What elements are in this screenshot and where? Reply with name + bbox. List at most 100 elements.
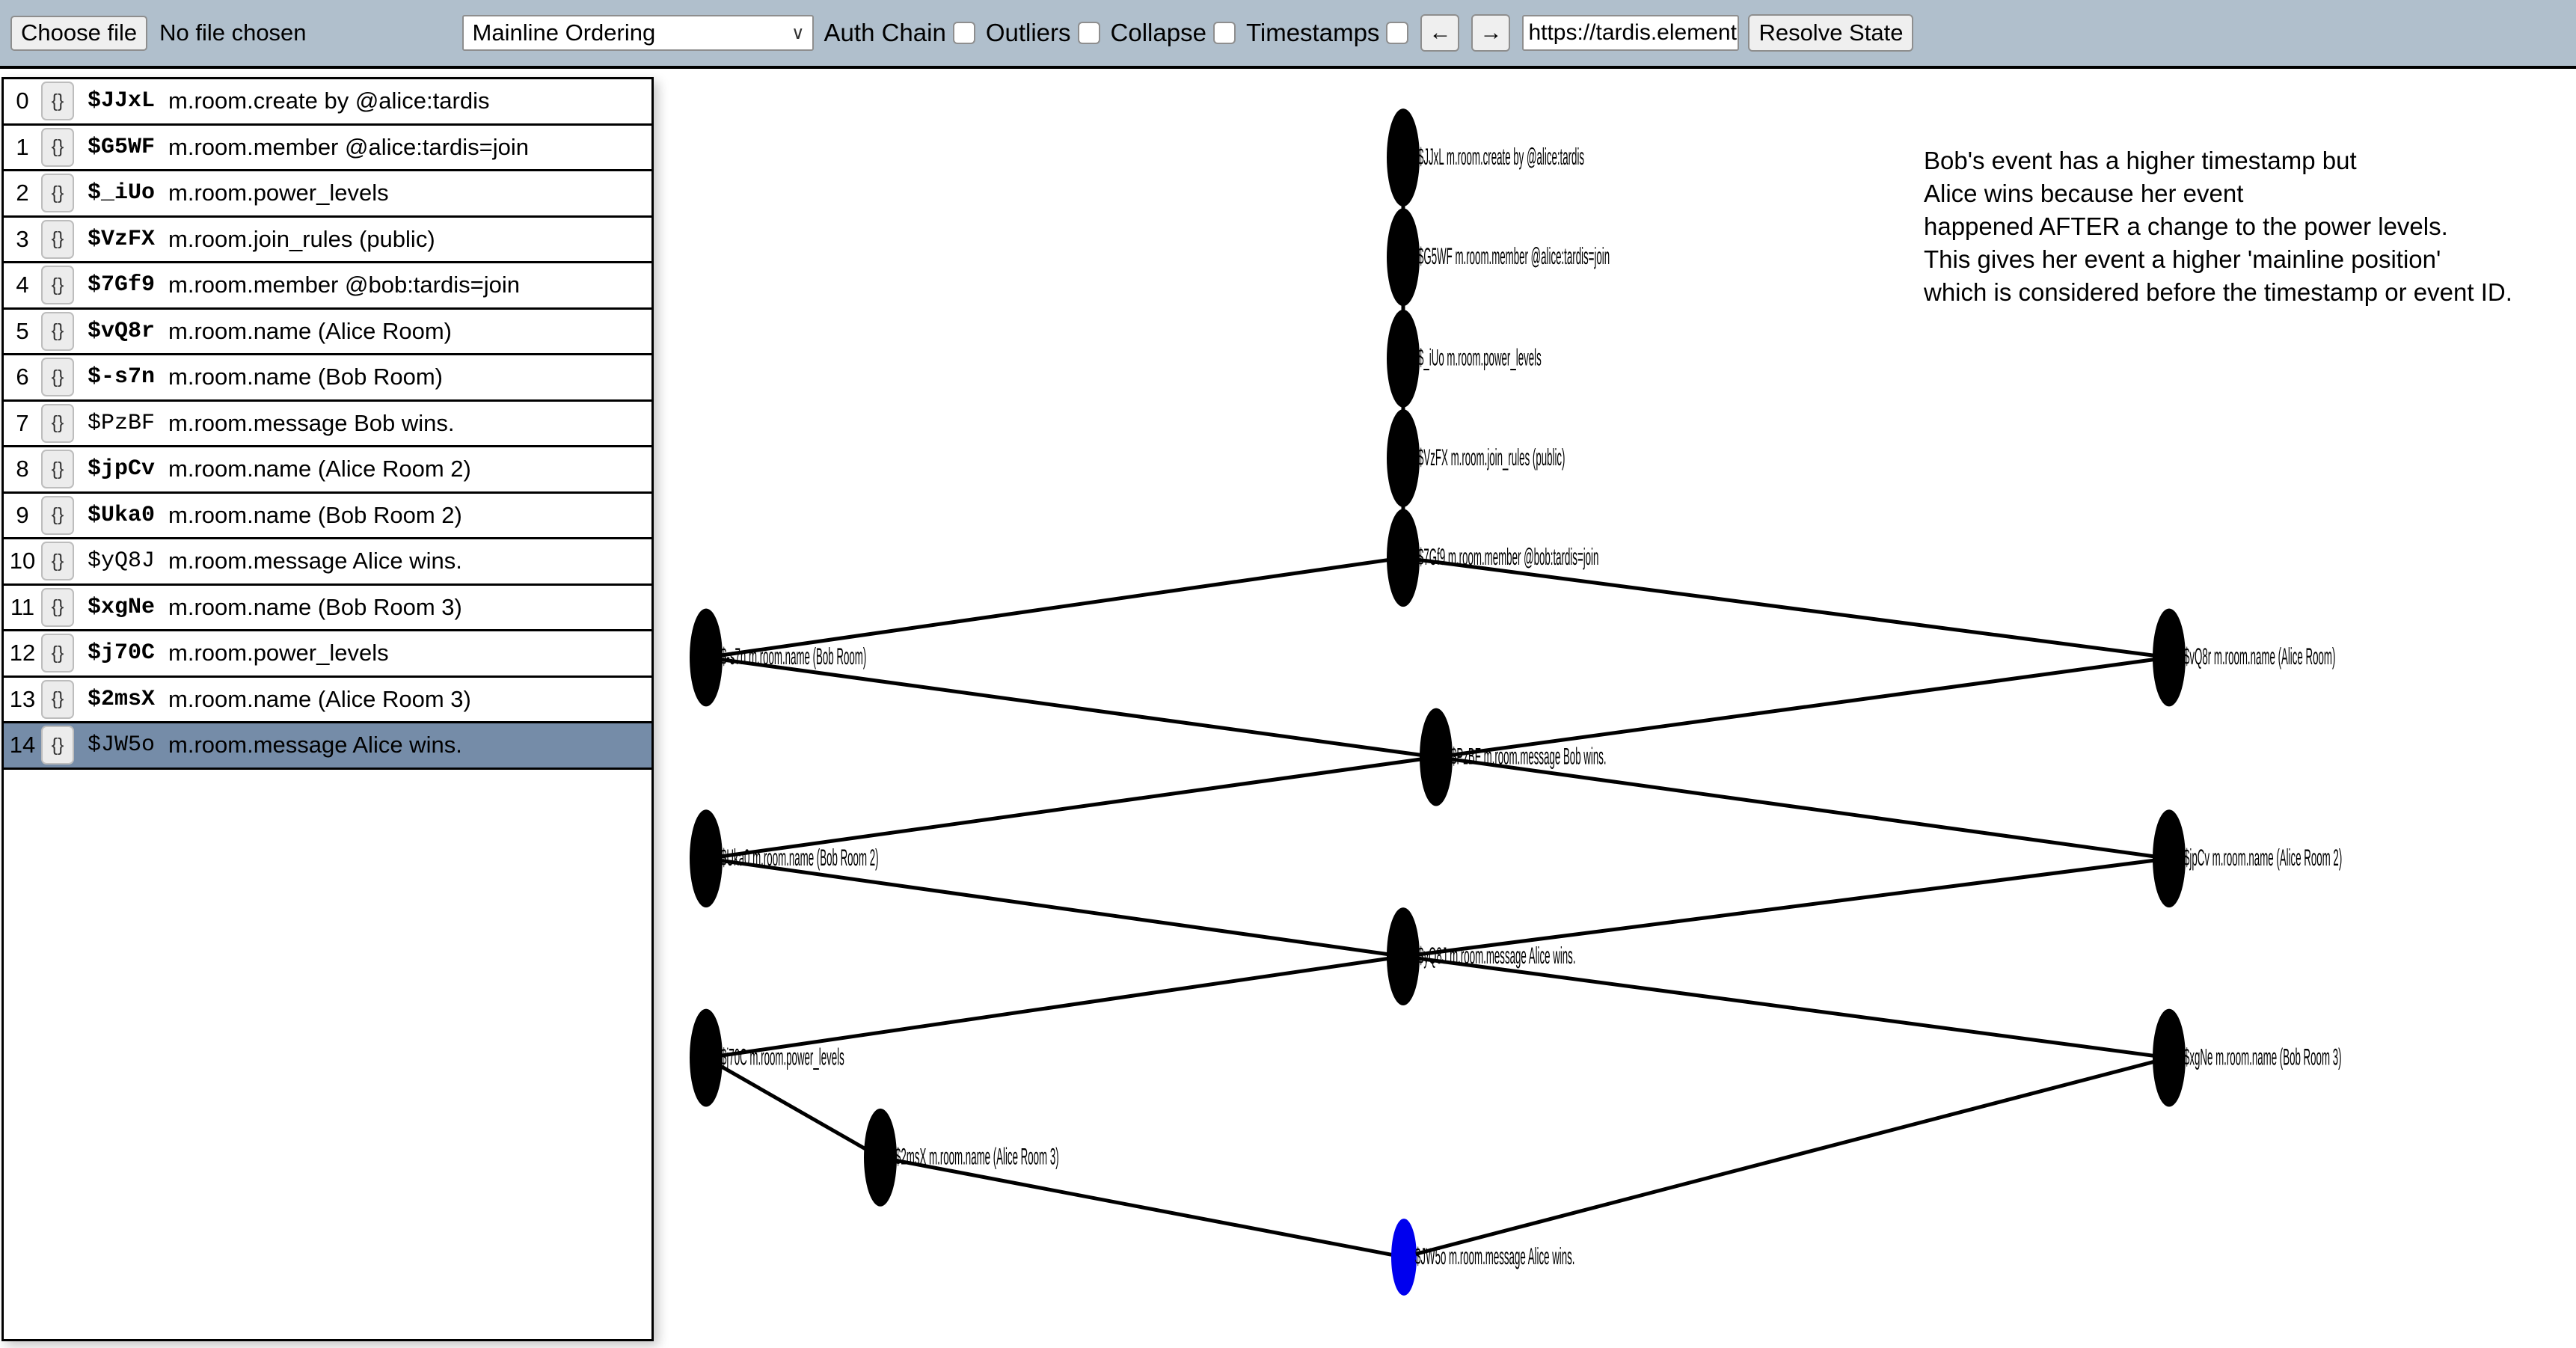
json-braces-icon[interactable]: {}: [41, 542, 74, 581]
json-braces-icon[interactable]: {}: [41, 358, 74, 397]
dag-edge: [706, 859, 1403, 957]
explanation-note: Bob's event has a higher timestamp but A…: [1924, 147, 2512, 306]
event-id: $_iUo: [88, 180, 156, 206]
event-index: 9: [16, 501, 29, 528]
collapse-checkbox-group[interactable]: Collapse: [1111, 19, 1236, 47]
json-braces-icon[interactable]: {}: [41, 450, 74, 489]
ordering-select[interactable]: Mainline Ordering ∨: [461, 15, 814, 51]
json-braces-icon[interactable]: {}: [41, 403, 74, 443]
dag-edge: [880, 1157, 1404, 1257]
timestamps-label: Timestamps: [1245, 19, 1380, 46]
dag-node[interactable]: [1387, 208, 1420, 307]
json-braces-icon[interactable]: {}: [41, 266, 74, 305]
dag-node[interactable]: [864, 1108, 897, 1207]
dag-node[interactable]: [1387, 907, 1420, 1005]
dag-svg: $JJxL m.room.create by @alice:tardis$G5W…: [690, 108, 2342, 1296]
dag-node[interactable]: [1387, 509, 1420, 607]
dag-node-label: $VzFX m.room.join_rules (public): [1418, 445, 1565, 471]
file-chooser[interactable]: Choose file No file chosen: [10, 15, 307, 51]
dag-node[interactable]: [1387, 309, 1420, 408]
json-braces-icon[interactable]: {}: [41, 679, 74, 719]
ordering-select-value: Mainline Ordering: [472, 19, 656, 46]
resolve-state-button[interactable]: Resolve State: [1748, 14, 1914, 52]
dag-node-label: $jpCv m.room.name (Alice Room 2): [2184, 845, 2342, 871]
event-description: m.room.member @bob:tardis=join: [168, 272, 520, 298]
json-braces-icon[interactable]: {}: [41, 634, 74, 673]
dag-node-label: $vQ8r m.room.name (Alice Room): [2184, 644, 2335, 670]
event-index: 0: [16, 88, 29, 114]
json-braces-icon[interactable]: {}: [41, 726, 74, 765]
event-index: 12: [9, 640, 36, 667]
dag-node[interactable]: [2153, 608, 2186, 707]
event-id: $2msX: [88, 686, 156, 712]
event-description: m.room.member @alice:tardis=join: [168, 133, 529, 160]
dag-node[interactable]: [1420, 708, 1453, 806]
auth-chain-checkbox[interactable]: [952, 22, 975, 44]
outliers-checkbox-group[interactable]: Outliers: [986, 19, 1100, 47]
dag-node[interactable]: [1387, 409, 1420, 507]
chevron-down-icon: ∨: [791, 22, 805, 43]
json-braces-icon[interactable]: {}: [41, 82, 74, 121]
choose-file-button[interactable]: Choose file: [10, 15, 148, 51]
json-braces-icon[interactable]: {}: [41, 219, 74, 259]
json-braces-icon[interactable]: {}: [41, 174, 74, 213]
auth-chain-checkbox-group[interactable]: Auth Chain: [824, 19, 975, 47]
dag-node-selected[interactable]: [1391, 1219, 1417, 1296]
collapse-checkbox[interactable]: [1212, 22, 1236, 44]
json-braces-icon[interactable]: {}: [41, 495, 74, 535]
event-index: 5: [16, 317, 29, 344]
json-braces-icon[interactable]: {}: [41, 587, 74, 627]
event-index: 7: [16, 409, 29, 436]
auth-chain-label: Auth Chain: [824, 19, 946, 46]
outliers-checkbox[interactable]: [1077, 22, 1100, 44]
event-description: m.room.name (Alice Room): [168, 317, 452, 344]
dag-node[interactable]: [690, 809, 723, 908]
dag-edge: [706, 1058, 880, 1157]
dag-node-label: $PzBF m.room.message Bob wins.: [1451, 744, 1607, 770]
dag-node[interactable]: [2153, 1008, 2186, 1107]
forward-arrow-icon[interactable]: →: [1471, 14, 1511, 52]
event-description: m.room.join_rules (public): [168, 225, 435, 252]
dag-node-label: $yQ8J m.room.message Alice wins.: [1418, 943, 1576, 969]
event-index: 1: [16, 133, 29, 160]
event-index: 14: [9, 732, 36, 759]
dag-edge: [706, 558, 1403, 658]
event-id: $yQ8J: [88, 548, 156, 575]
event-id: $JJxL: [88, 88, 156, 114]
timestamps-checkbox-group[interactable]: Timestamps: [1245, 19, 1409, 47]
event-dag-graph[interactable]: $JJxL m.room.create by @alice:tardis$G5W…: [655, 72, 2576, 1348]
dag-edge: [1403, 558, 2169, 658]
dag-node[interactable]: [2153, 809, 2186, 908]
dag-node-label: $JJxL m.room.create by @alice:tardis: [1418, 144, 1584, 171]
dag-node-label: $j70C m.room.power_levels: [721, 1044, 844, 1070]
timestamps-checkbox[interactable]: [1386, 22, 1409, 44]
json-braces-icon[interactable]: {}: [41, 311, 74, 351]
event-description: m.room.message Bob wins.: [168, 409, 455, 436]
dag-node[interactable]: [690, 608, 723, 707]
back-arrow-icon[interactable]: ←: [1420, 14, 1460, 52]
dag-node[interactable]: [690, 1008, 723, 1107]
event-id: $Uka0: [88, 502, 156, 528]
dag-edge: [1436, 658, 2169, 757]
json-braces-icon[interactable]: {}: [41, 127, 74, 167]
dag-node[interactable]: [1387, 108, 1420, 206]
server-url-value: https://tardis.element.dev: [1528, 20, 1738, 45]
server-url-input[interactable]: https://tardis.element.dev: [1522, 15, 1740, 51]
outliers-label: Outliers: [985, 19, 1071, 46]
